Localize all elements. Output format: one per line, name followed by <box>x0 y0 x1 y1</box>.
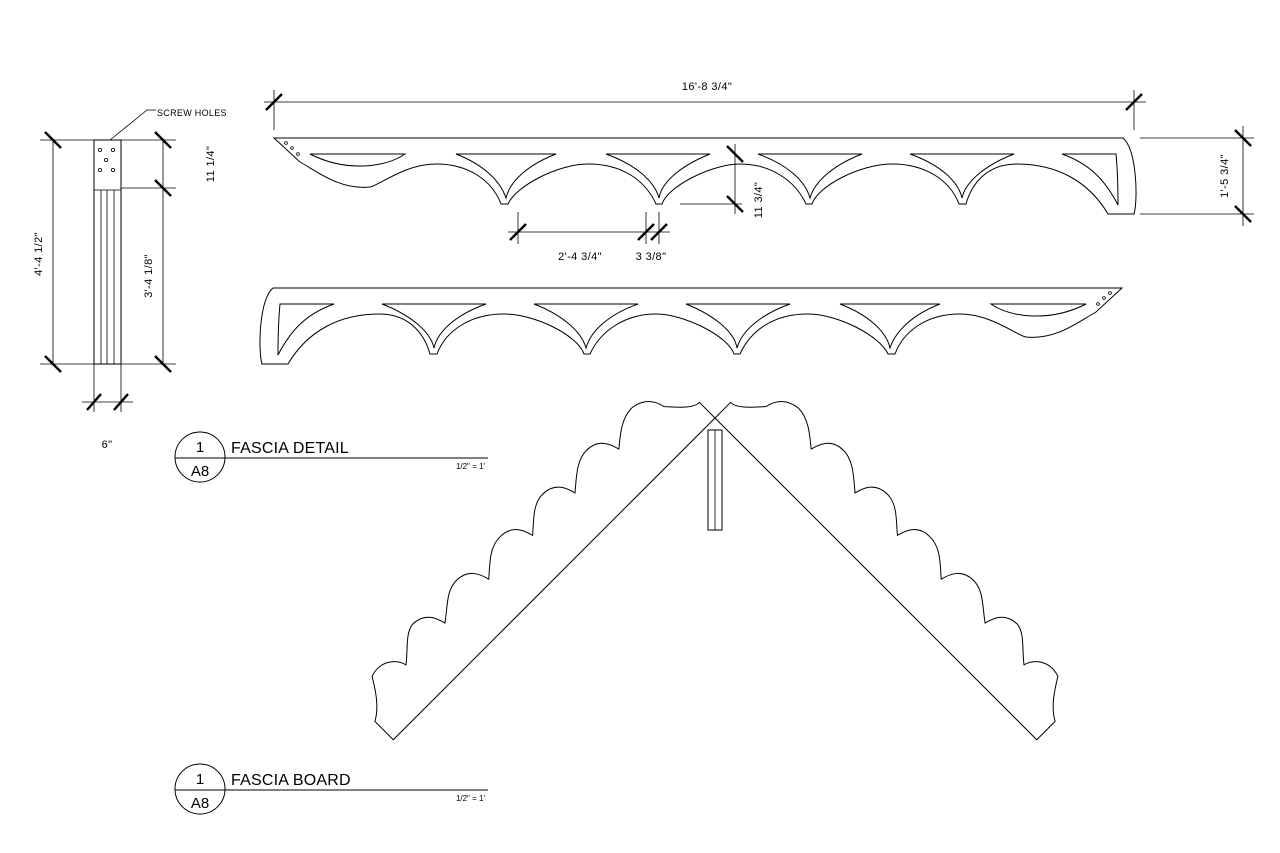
detail2-number: 1 <box>196 771 204 788</box>
post-lower-height-label: 3'-4 1/8" <box>143 254 155 298</box>
detail2-scale: 1/2" = 1' <box>456 794 486 803</box>
overall-height-label: 1'-5 3/4" <box>1219 154 1231 198</box>
post-screw-holes <box>98 147 116 172</box>
gable-left-arm <box>371 401 716 741</box>
web-width-label: 3 3/8" <box>636 251 667 263</box>
detail-tag-fascia-board: 1 A8 FASCIA BOARD 1/2" = 1' <box>174 763 488 815</box>
detail1-title: FASCIA DETAIL <box>231 440 349 457</box>
detail1-scale: 1/2" = 1' <box>456 462 486 471</box>
arch-depth-label: 11 3/4" <box>753 182 765 218</box>
post-height-dimension: 4'-4 1/2" <box>33 131 94 373</box>
screw-holes-callout: SCREW HOLES <box>109 108 227 141</box>
overall-length-label: 16'-8 3/4" <box>682 81 732 93</box>
detail1-number: 1 <box>196 439 204 456</box>
detail1-sheet: A8 <box>191 463 209 480</box>
post-width-label: 6" <box>102 439 113 451</box>
detail2-sheet: A8 <box>191 795 209 812</box>
overall-length-dimension: 16'-8 3/4" <box>264 81 1146 130</box>
gable-fascia-assembly <box>371 401 1059 741</box>
detail2-title: FASCIA BOARD <box>231 772 351 789</box>
fascia-board-top <box>272 137 1137 215</box>
gable-right-arm <box>714 401 1059 741</box>
post-height-label: 4'-4 1/2" <box>33 232 45 276</box>
screw-holes-note: SCREW HOLES <box>157 108 227 118</box>
arch-width-dimension: 2'-4 3/4" 3 3/8" <box>508 212 670 263</box>
post-elevation <box>93 139 122 365</box>
post-width-dimension: 6" <box>82 364 133 451</box>
arch-depth-dimension: 11 3/4" <box>680 144 765 218</box>
detail-tag-fascia-detail: 1 A8 FASCIA DETAIL 1/2" = 1' <box>174 431 488 483</box>
arch-width-label: 2'-4 3/4" <box>558 251 602 263</box>
post-top-height-label: 11 1/4" <box>205 146 217 182</box>
fascia-board-bottom <box>259 287 1124 365</box>
post-right-dimensions: 3'-4 1/8" 11 1/4" <box>121 131 217 373</box>
overall-height-dimension: 1'-5 3/4" <box>1140 126 1254 226</box>
